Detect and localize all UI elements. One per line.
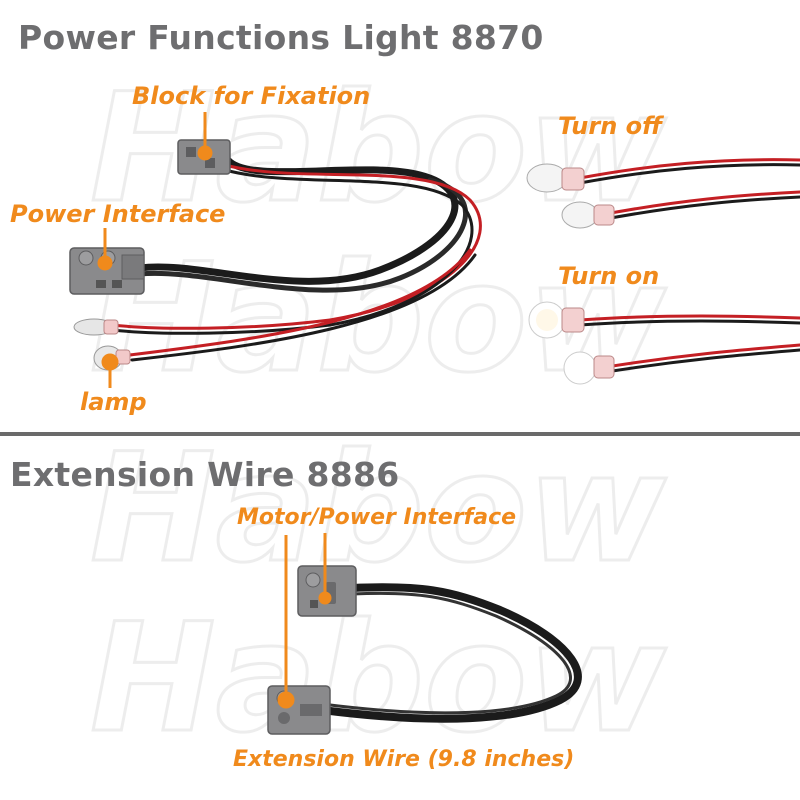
extension-connector-top (297, 565, 357, 617)
led-off-group (526, 158, 800, 229)
led-on-group (528, 301, 800, 385)
motor-power-interface-label: Motor/Power Interface (237, 505, 517, 530)
turn-on-label: Turn on (558, 262, 660, 290)
turn-off-label: Turn off (558, 112, 663, 140)
extension-wire (318, 583, 582, 723)
svg-text:Habow: Habow (90, 422, 667, 596)
section-divider (0, 432, 800, 436)
extension-wire-label: Extension Wire (9.8 inches) (233, 747, 575, 772)
lamp-label: lamp (80, 388, 147, 416)
lamp-left (73, 318, 131, 371)
light-wires (110, 156, 482, 362)
block-label: Block for Fixation (132, 82, 371, 110)
power-interface-label: Power Interface (10, 200, 226, 228)
light-section-title: Power Functions Light 8870 (18, 18, 544, 57)
extension-connector-bottom (267, 685, 331, 735)
extension-section-title: Extension Wire 8886 (10, 455, 400, 494)
callout-markers-bottom (277, 533, 332, 709)
power-interface-brick (69, 247, 145, 295)
callout-markers-top (97, 112, 213, 388)
